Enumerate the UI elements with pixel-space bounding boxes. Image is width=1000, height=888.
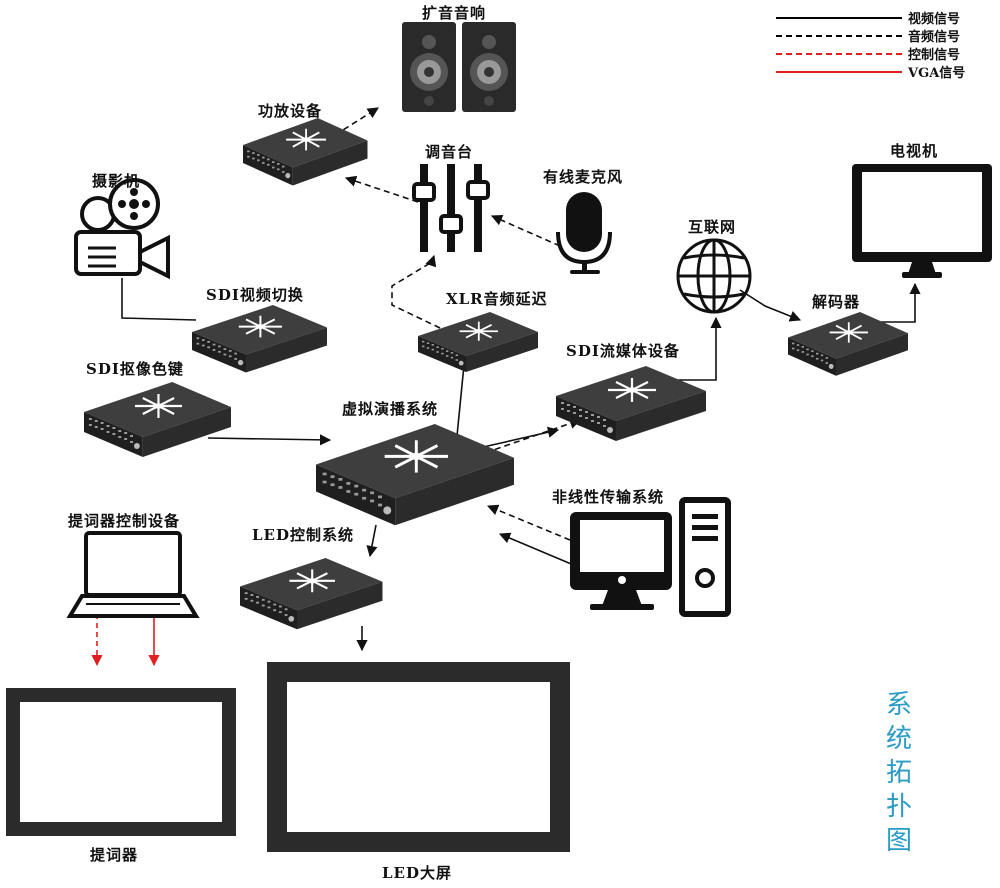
link-nonlinear-vs-audio <box>486 504 571 541</box>
label-sdi-switch: SDI视频切换 <box>206 286 304 304</box>
link-decoder-tv <box>878 282 921 323</box>
label-xlr-delay: XLR音频延迟 <box>446 290 548 308</box>
label-sdi-keyer: SDI抠像色键 <box>86 360 184 378</box>
link-camera-switch <box>121 278 197 321</box>
legend-line-vga <box>776 71 902 73</box>
legend-line-control <box>776 53 902 55</box>
label-camera: 摄影机 <box>92 172 141 190</box>
label-speakers: 扩音音响 <box>422 4 487 22</box>
camera-icon <box>74 178 170 280</box>
internet-globe-icon <box>676 238 752 314</box>
led-screen <box>267 662 570 852</box>
label-led-control: LED控制系统 <box>252 526 354 544</box>
label-mixer: 调音台 <box>425 143 474 161</box>
device-amplifier <box>242 117 369 187</box>
label-amplifier: 功放设备 <box>258 102 323 120</box>
label-led-screen: LED大屏 <box>382 864 452 882</box>
device-virtual-studio <box>314 422 516 527</box>
link-xlr-vs <box>455 364 465 447</box>
device-led-control <box>238 556 384 631</box>
label-decoder: 解码器 <box>812 293 861 311</box>
device-sdi-streaming <box>554 364 708 443</box>
link-xlr-mixer <box>391 254 441 329</box>
label-prompter: 提词器 <box>90 846 139 864</box>
legend-label-control: 控制信号 <box>908 48 961 63</box>
label-nonlinear: 非线性传输系统 <box>552 488 665 506</box>
connection-lines <box>91 107 921 667</box>
prompter-screen <box>6 688 236 836</box>
label-microphone: 有线麦克风 <box>543 168 624 186</box>
mixer-icon <box>412 164 490 252</box>
device-xlr-delay <box>417 311 539 373</box>
label-internet: 互联网 <box>688 218 737 236</box>
diagram-title: 系 统 拓 扑 图 <box>882 688 916 858</box>
legend-item-vga: VGA信号 <box>776 64 996 81</box>
label-sdi-streaming: SDI流媒体设备 <box>566 342 680 360</box>
link-mixer-amp <box>344 175 419 203</box>
link-mic-mixer <box>490 214 561 247</box>
tv-icon <box>852 164 992 278</box>
title-char: 统 <box>885 724 912 754</box>
link-nonlinear-vs <box>498 532 577 567</box>
title-char: 系 <box>885 690 912 720</box>
device-sdi-keyer <box>82 380 233 459</box>
speakers-icon <box>402 22 516 112</box>
legend-label-vga: VGA信号 <box>908 66 966 81</box>
legend-label-audio: 音频信号 <box>908 30 961 45</box>
link-vs-ledctrl <box>366 524 378 558</box>
link-keyer-vs <box>207 434 332 446</box>
legend-item-audio: 音频信号 <box>776 28 996 45</box>
title-char: 扑 <box>885 792 912 822</box>
title-char: 拓 <box>885 758 912 788</box>
legend-line-video <box>776 17 902 19</box>
link-amp-speakers <box>334 107 379 136</box>
label-prompter-control: 提词器控制设备 <box>68 512 181 530</box>
legend-label-video: 视频信号 <box>908 12 961 27</box>
legend-item-control: 控制信号 <box>776 46 996 63</box>
legend-item-video: 视频信号 <box>776 10 996 27</box>
legend-line-audio <box>776 35 902 37</box>
label-tv: 电视机 <box>890 142 939 160</box>
device-sdi-switch <box>191 304 328 374</box>
laptop-icon <box>66 531 200 618</box>
link-internet-decoder <box>739 289 802 322</box>
desktop-computer-icon <box>570 497 731 617</box>
link-vs-streaming-audio <box>475 418 582 457</box>
label-virtual-studio: 虚拟演播系统 <box>342 400 439 418</box>
title-char: 图 <box>885 826 912 856</box>
microphone-icon <box>556 192 612 274</box>
